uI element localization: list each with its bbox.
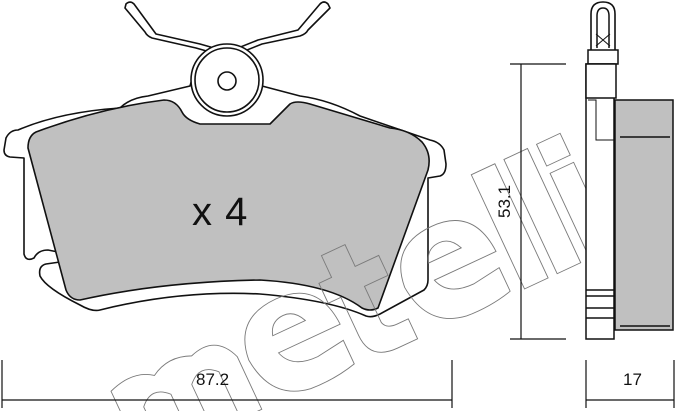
quantity-label: x 4 bbox=[192, 190, 249, 234]
side-friction-material bbox=[614, 99, 674, 331]
friction-material bbox=[27, 99, 430, 311]
front-view bbox=[3, 1, 614, 411]
side-view bbox=[585, 1, 674, 340]
dimension-thickness-label: 17 bbox=[623, 370, 642, 389]
dimension-lines bbox=[1, 63, 675, 408]
side-clip bbox=[590, 1, 616, 52]
dimension-width-label: 87.2 bbox=[196, 370, 230, 389]
dimension-height-label: 53.1 bbox=[495, 184, 514, 218]
side-backing-plate bbox=[585, 63, 615, 340]
pivot-bushing bbox=[190, 43, 264, 117]
